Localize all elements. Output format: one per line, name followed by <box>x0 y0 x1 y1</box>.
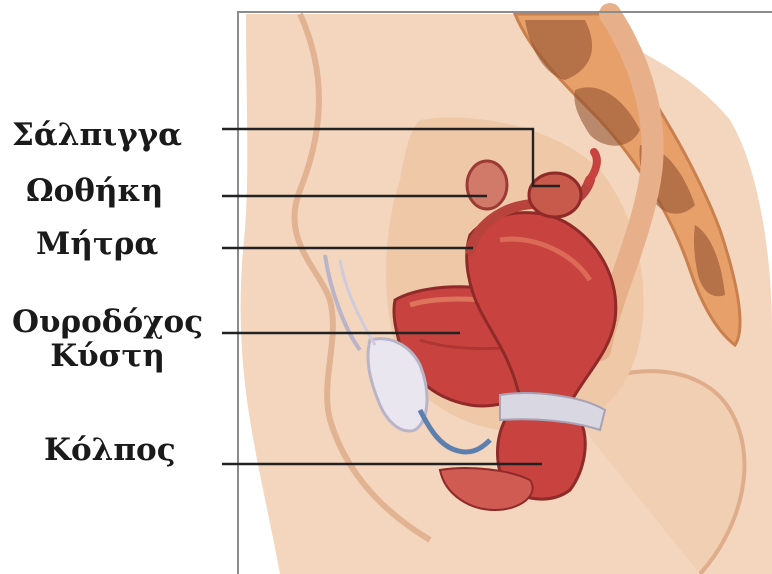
label-uterus: Μήτρα <box>36 227 158 261</box>
label-bladder-line1: Ουροδόχος <box>12 305 203 339</box>
label-fallopian-tube: Σάλπιγγα <box>12 118 182 152</box>
label-ovary: Ωοθήκη <box>26 174 163 208</box>
illustration <box>238 12 772 574</box>
label-bladder-line2: Κύστη <box>12 339 203 373</box>
label-bladder: Ουροδόχος Κύστη <box>12 305 203 373</box>
label-vagina: Κόλπος <box>44 433 176 467</box>
